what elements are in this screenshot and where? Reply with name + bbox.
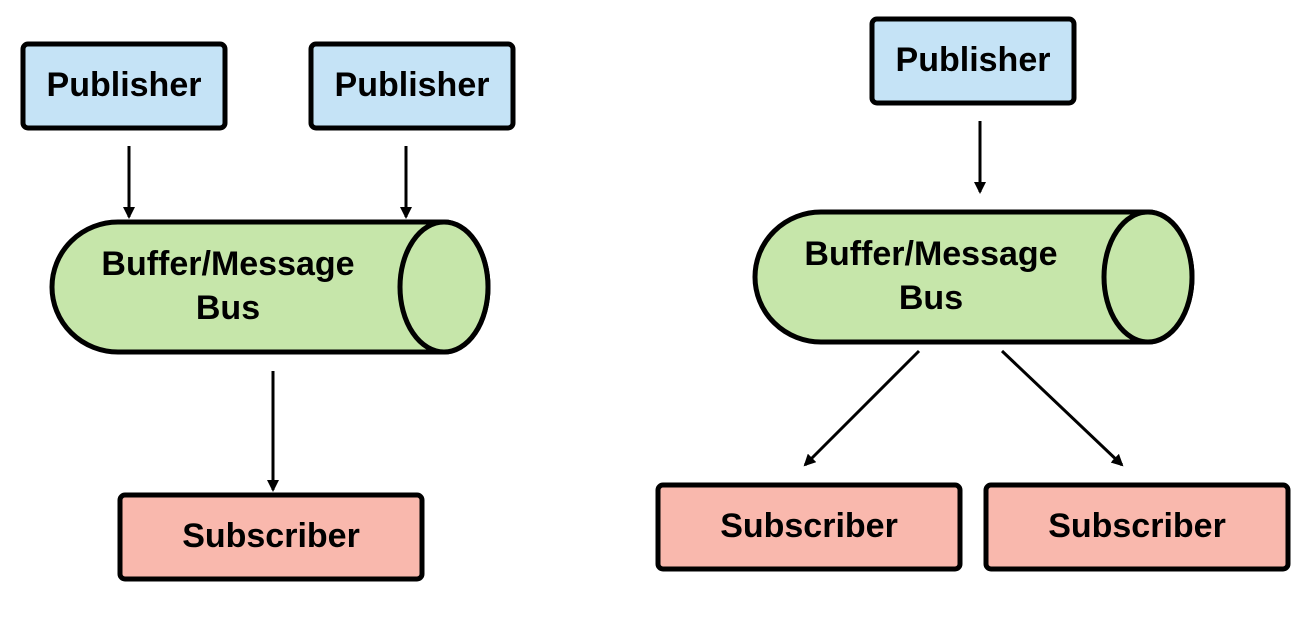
left-publisher-1-box bbox=[20, 41, 228, 131]
right-subscriber-1: Subscriber bbox=[655, 482, 963, 572]
right-subscriber-2-box bbox=[983, 482, 1291, 572]
right-bus-label-line1: Buffer/Message bbox=[804, 235, 1057, 273]
left-publisher-1-label: Publisher bbox=[47, 66, 202, 104]
right-subscriber-2-label: Subscriber bbox=[1048, 507, 1226, 545]
left-publisher-2: Publisher bbox=[308, 41, 516, 131]
left-bus-cylinder: Buffer/Message Bus bbox=[49, 219, 491, 355]
left-subscriber-1: Subscriber bbox=[117, 492, 425, 582]
left-subscriber-1-label: Subscriber bbox=[182, 517, 360, 555]
left-bus-label-line2: Bus bbox=[196, 289, 260, 327]
right-arrow-bus-to-sub2 bbox=[1000, 349, 1124, 467]
right-arrow-bus-to-sub1 bbox=[803, 349, 921, 467]
right-bus-cylinder: Buffer/Message Bus bbox=[752, 209, 1195, 345]
left-subscriber-1-box bbox=[117, 492, 425, 582]
right-publisher-1: Publisher bbox=[869, 16, 1077, 106]
left-publisher-1: Publisher bbox=[20, 41, 228, 131]
right-subscriber-1-box bbox=[655, 482, 963, 572]
right-publisher-1-label: Publisher bbox=[896, 41, 1051, 79]
right-diagram: Publisher Buffer/Message Bus Subscriber … bbox=[655, 16, 1291, 572]
left-bus-label-line1: Buffer/Message bbox=[101, 245, 354, 283]
left-diagram: Publisher Publisher Buffer/Message Bus S… bbox=[20, 41, 516, 582]
left-publisher-2-label: Publisher bbox=[335, 66, 490, 104]
right-publisher-1-box bbox=[869, 16, 1077, 106]
right-bus-label-line2: Bus bbox=[899, 279, 963, 317]
right-bus-end-cap bbox=[1101, 209, 1195, 345]
right-subscriber-2: Subscriber bbox=[983, 482, 1291, 572]
left-publisher-2-box bbox=[308, 41, 516, 131]
left-bus-end-cap bbox=[397, 219, 491, 355]
right-subscriber-1-label: Subscriber bbox=[720, 507, 898, 545]
